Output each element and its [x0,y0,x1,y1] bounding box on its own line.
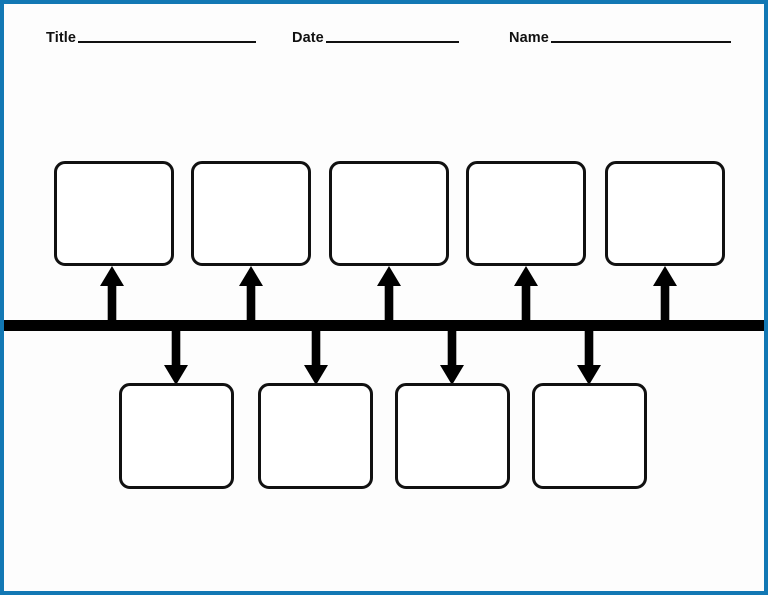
date-field-label: Date [292,30,324,46]
arrow-up-icon [376,266,402,322]
title-field-rule[interactable] [78,41,257,43]
date-field[interactable]: Date [292,30,459,54]
title-field-label: Title [46,30,77,46]
date-field-rule[interactable] [325,41,459,43]
top-event-box-3[interactable] [329,161,449,266]
arrow-down-icon [439,329,465,385]
arrow-up-icon [513,266,539,322]
top-event-box-4[interactable] [466,161,586,266]
top-event-box-1[interactable] [54,161,174,266]
title-field[interactable]: Title [46,30,257,54]
bottom-event-box-2[interactable] [258,383,373,489]
arrow-down-icon [576,329,602,385]
name-field-label: Name [509,30,549,46]
bottom-event-box-1[interactable] [119,383,234,489]
timeline-bar [4,320,764,331]
bottom-event-box-4[interactable] [532,383,647,489]
arrow-down-icon [303,329,329,385]
name-field-rule[interactable] [550,41,731,43]
arrow-up-icon [99,266,125,322]
bottom-event-box-3[interactable] [395,383,510,489]
top-event-box-5[interactable] [605,161,725,266]
arrow-up-icon [652,266,678,322]
arrow-up-icon [238,266,264,322]
name-field[interactable]: Name [509,30,731,54]
arrow-down-icon [163,329,189,385]
top-event-box-2[interactable] [191,161,311,266]
header-fields: Title Date Name [4,30,764,56]
